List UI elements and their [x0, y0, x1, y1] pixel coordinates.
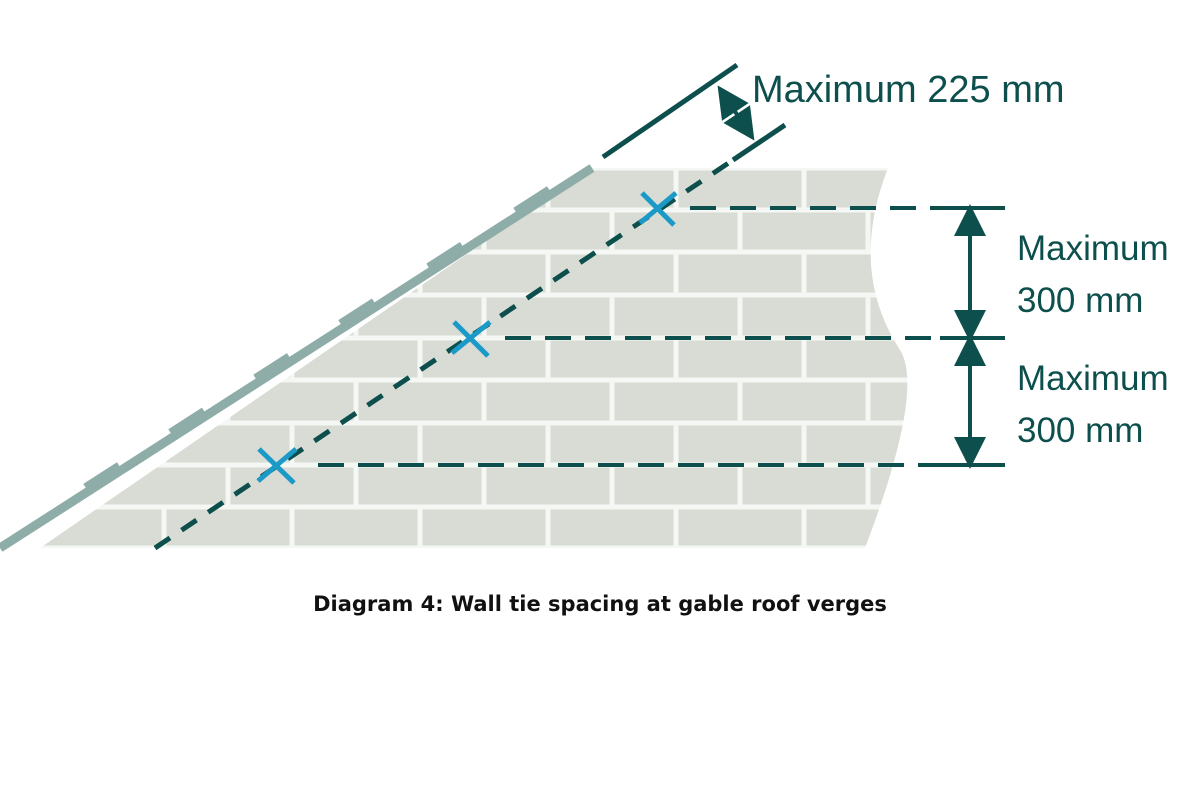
brick: [614, 212, 738, 250]
brick: [678, 509, 802, 546]
brick: [486, 297, 610, 336]
brick: [486, 467, 610, 505]
brick: [486, 382, 610, 421]
brick: [486, 212, 610, 250]
brick-wall: [0, 168, 1122, 548]
brick: [870, 212, 908, 250]
brick: [870, 382, 908, 421]
brick: [678, 170, 802, 208]
label-upper-300: 300 mm: [1017, 281, 1143, 320]
brick: [999, 468, 1122, 505]
wall-tie-marker: [256, 447, 298, 485]
roof-tile: [426, 242, 466, 273]
brick: [40, 382, 98, 421]
brick: [422, 340, 546, 378]
wall-tie-marker: [638, 191, 678, 227]
dimension-arrow-225: [717, 85, 755, 141]
roof-tile: [83, 462, 123, 493]
brick: [358, 382, 482, 421]
brick: [0, 426, 34, 463]
brick: [806, 170, 908, 208]
brick: [550, 340, 674, 378]
brick: [614, 297, 738, 336]
brick: [40, 340, 162, 378]
brick: [0, 171, 34, 208]
brick: [166, 170, 290, 208]
roof-tile: [513, 186, 553, 217]
label-lower-max: Maximum: [1017, 359, 1169, 398]
brick: [358, 212, 482, 250]
brick: [102, 212, 226, 250]
brick: [550, 425, 674, 463]
brick: [742, 382, 866, 421]
brick: [742, 212, 866, 250]
brick: [935, 171, 1058, 208]
brick: [614, 467, 738, 505]
brick: [422, 509, 546, 546]
brick: [614, 382, 738, 421]
brick: [678, 425, 802, 463]
brick: [806, 425, 908, 463]
brick: [550, 170, 674, 208]
brick: [230, 467, 354, 505]
brick: [422, 425, 546, 463]
brick: [230, 212, 354, 250]
brick: [294, 425, 418, 463]
brick: [678, 340, 802, 378]
label-upper-max: Maximum: [1017, 229, 1169, 268]
roof-tile: [253, 353, 293, 384]
brick: [742, 297, 866, 336]
brick: [40, 170, 162, 208]
diagram-caption: Diagram 4: Wall tie spacing at gable roo…: [313, 592, 887, 616]
brick: [166, 254, 290, 293]
brick: [678, 254, 802, 293]
brick: [40, 212, 98, 250]
brick: [806, 509, 908, 546]
brick: [806, 254, 908, 293]
wall-tie-line: [153, 62, 787, 551]
brick: [358, 467, 482, 505]
brick: [935, 510, 1058, 546]
brick: [102, 297, 226, 336]
brick: [0, 255, 34, 293]
brick: [550, 254, 674, 293]
roof-edge-line: [601, 62, 739, 160]
level-lines: [318, 204, 1005, 469]
brick: [294, 170, 418, 208]
brick: [40, 297, 98, 336]
label-lower-300: 300 mm: [1017, 411, 1143, 450]
roof-tile: [338, 298, 378, 329]
brick: [870, 467, 908, 505]
wall-tie-marker: [450, 320, 492, 358]
brick: [870, 297, 908, 336]
roof-tile: [168, 407, 208, 438]
brick: [806, 340, 908, 378]
label-max-225: Maximum 225 mm: [752, 69, 1065, 111]
brick: [550, 509, 674, 546]
brick: [742, 467, 866, 505]
brick: [294, 509, 418, 546]
brick: [40, 254, 162, 293]
brick: [0, 341, 34, 378]
roof-verge: [0, 164, 595, 552]
